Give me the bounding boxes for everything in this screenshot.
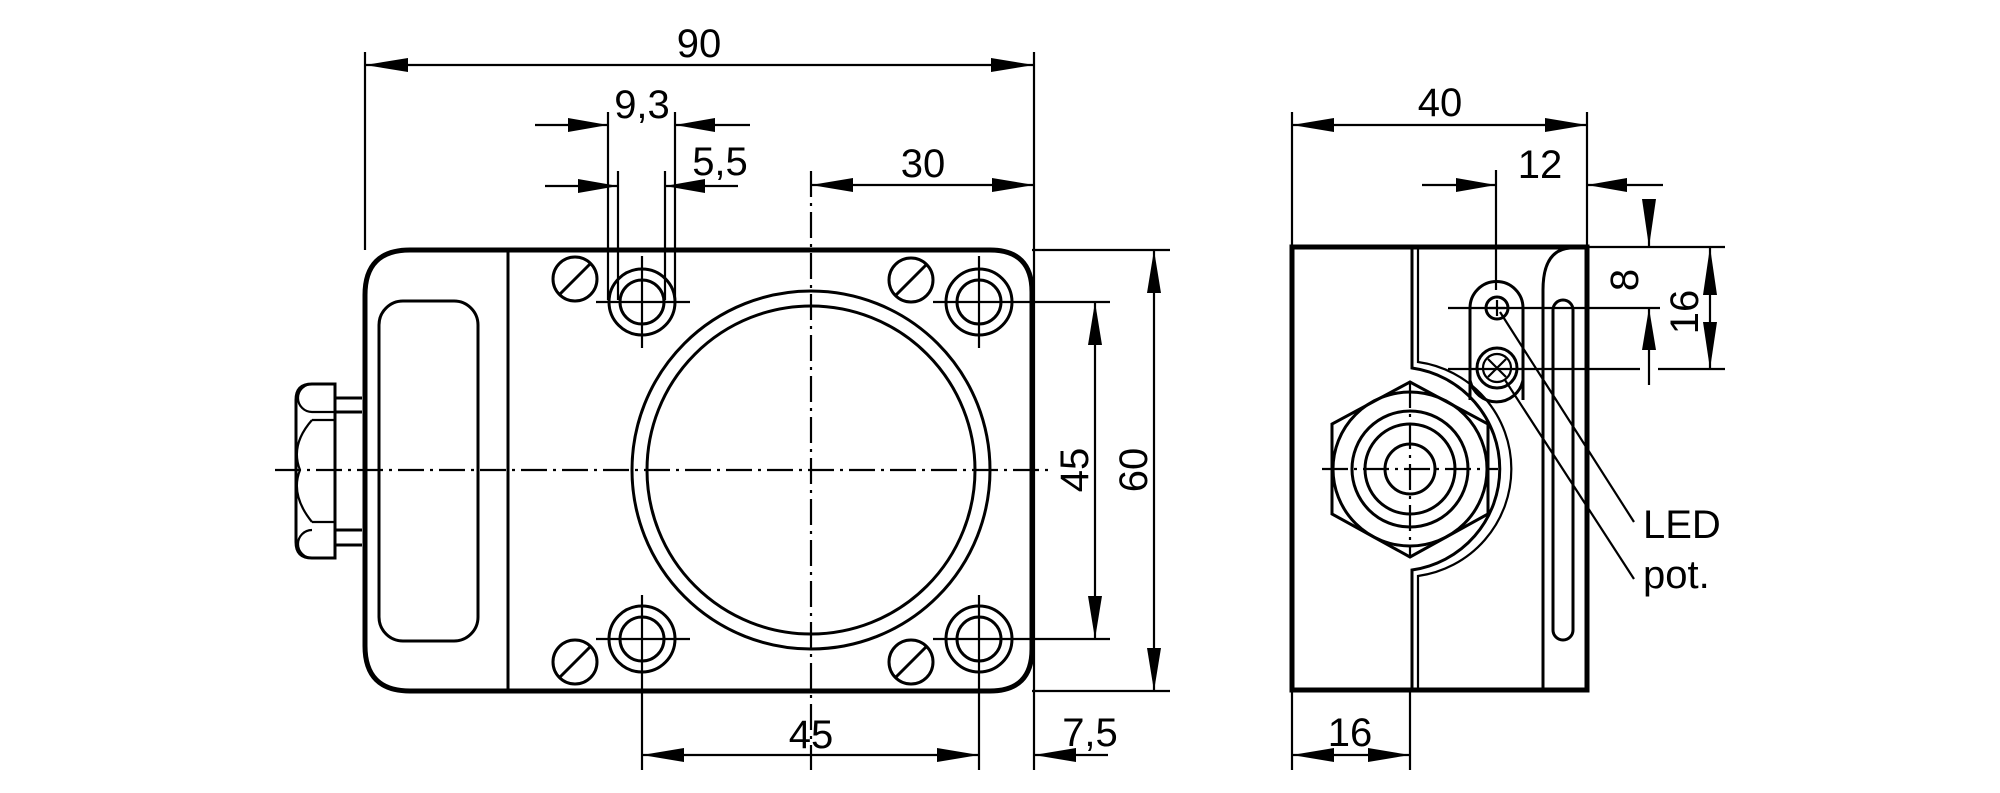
- screw-icon: [551, 255, 935, 686]
- side-view: 40 12 8 16 16 LED pot.: [1289, 81, 1725, 770]
- dim-overall-depth: 40: [1418, 81, 1463, 125]
- housing-outline: [362, 247, 1035, 694]
- connector-icon: [1322, 380, 1498, 559]
- connector-boss: [1410, 247, 1502, 690]
- dim-led-from-top: 8: [1603, 269, 1647, 291]
- pot-leader-line: [1504, 379, 1635, 580]
- mounting-hole-top-right: [933, 256, 1110, 348]
- pot-label: pot.: [1643, 553, 1710, 597]
- led-label: LED: [1643, 503, 1721, 547]
- side-housing-outline: [1289, 244, 1590, 693]
- led-leader-line: [1499, 311, 1635, 523]
- dim-hole-to-edge: 7,5: [1062, 711, 1118, 755]
- led-window: [1551, 298, 1575, 642]
- dim-hole-spacing-horizontal: 45: [789, 713, 834, 757]
- dim-slot-outer: 9,3: [614, 83, 670, 127]
- mounting-hole-top-left: [596, 256, 690, 348]
- mounting-hole-bottom-left: [596, 595, 690, 770]
- mounting-hole-bottom-right: [933, 595, 1110, 770]
- dim-center-to-edge: 30: [901, 142, 946, 186]
- dim-connector-offset: 16: [1328, 711, 1373, 755]
- front-view: 90 9,3 5,5 30 45 60 45 7,5: [275, 22, 1170, 770]
- side-inner-edge: [1541, 246, 1571, 688]
- dim-overall-width: 90: [677, 22, 722, 66]
- dim-led-offset: 12: [1518, 143, 1563, 187]
- dim-overall-height: 60: [1112, 448, 1156, 493]
- dim-hole-spacing-vertical: 45: [1053, 448, 1097, 493]
- dim-slot-inner: 5,5: [692, 140, 748, 184]
- dim-pot-from-top: 16: [1663, 290, 1707, 335]
